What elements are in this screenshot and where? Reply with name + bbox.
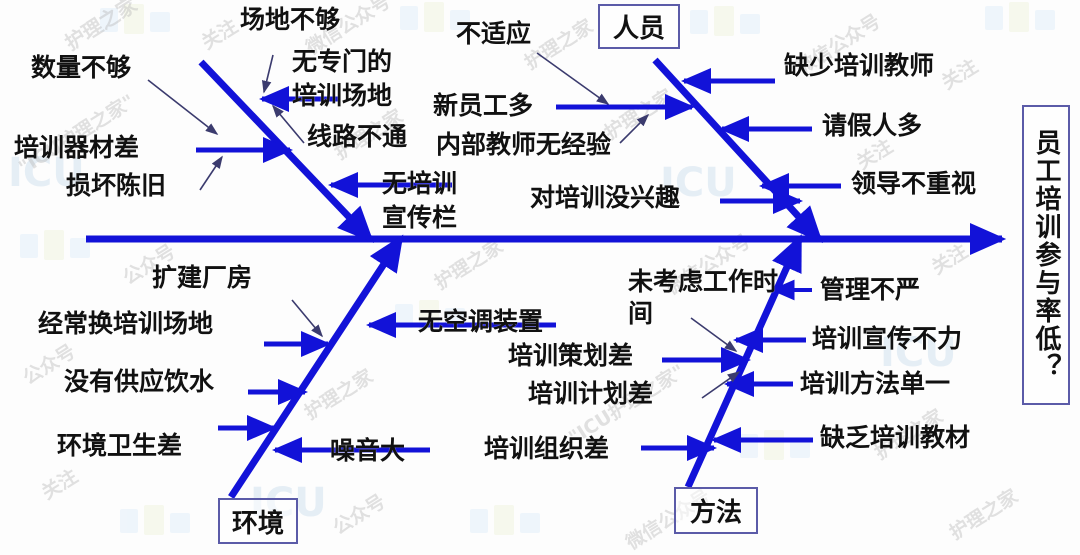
cause-wu-kongtiao-zhuangzhi: 无空调装置 [418,307,544,336]
cause-peixun-jihua-cha: 培训计划差 [528,379,654,408]
cause-xianlu-butong: 线路不通 [307,122,408,151]
cause-wu-peixun: 无培训 [382,169,458,198]
cause-wei-kaolv-gongzuo-shi: 未考虑工作时 [628,267,779,296]
cause-jingchang-huan-peixun-changdi: 经常换培训场地 [38,309,214,338]
pointer-kuojian-changfang [291,299,324,338]
pointer-wei-kaolv-gongzuo-shijian [690,317,738,352]
bone-people [652,57,823,244]
cause-dui-peixun-mei-xingqu: 对培训没兴趣 [530,183,681,212]
cause-peixun-fangfa-danyi: 培训方法单一 [800,369,951,398]
cause-peixun-changdi: 培训场地 [292,81,393,110]
pointer-peixun-jihua-cha [701,371,741,399]
category-box-method[interactable]: 方法 [674,487,758,534]
cause-quefa-peixun-jiaocai: 缺乏培训教材 [820,423,971,452]
cause-sunhuai-chenjiu: 损坏陈旧 [66,171,167,200]
cause-huanjing-weisheng-cha: 环境卫生差 [57,431,183,460]
cause-guanli-buyan: 管理不严 [820,275,921,304]
pointer-bu-shiying [536,52,610,105]
cause-xuanchuan-lan: 宣传栏 [382,203,458,232]
cause-peixun-xuanchuan-buli: 培训宣传不力 [812,324,963,353]
cause-shuliang-bugou: 数量不够 [31,53,132,82]
cause-xin-yuangong-duo: 新员工多 [433,91,534,120]
cause-meiyou-gongying-yinshui: 没有供应饮水 [64,367,215,396]
cause-queshao-peixun-jiaoshi: 缺少培训教师 [784,51,935,80]
bone-environment [228,234,404,499]
cause-qingjia-renduo: 请假人多 [822,111,923,140]
pointer-shuliang-bugou [147,79,219,135]
cause-zaoyin-da: 噪音大 [330,436,406,465]
cause-neibu-jiaoshi-wu-jingyan: 内部教师无经验 [436,130,612,159]
pointer-neibu-jiaoshi-wu-jingyan [619,113,650,144]
category-box-people[interactable]: 人员 [598,4,680,49]
cause-wu-zhuanmen-de: 无专门的 [292,47,393,76]
cause-peixun-zuzhi-cha: 培训组织差 [484,434,610,463]
cause-kuojian-changfang: 扩建厂房 [152,263,253,292]
pointer-changdi-bugou [261,54,274,94]
cause-lingdao-bu-zhongshi: 领导不重视 [851,169,977,198]
pointer-xianlu-butong [271,104,305,144]
category-box-environment[interactable]: 环境 [218,498,298,544]
cause-bu-shiying: 不适应 [456,19,532,48]
result-box[interactable]: 员工培训参与率低？ [1022,105,1070,405]
pointer-sunhuai-chenjiu [199,155,223,191]
cause-peixun-cehua-cha: 培训策划差 [508,341,634,370]
cause-jian: 间 [628,299,654,328]
cause-changdi-bugou: 场地不够 [240,5,341,34]
cause-peixun-qicai-cha: 培训器材差 [14,133,140,162]
